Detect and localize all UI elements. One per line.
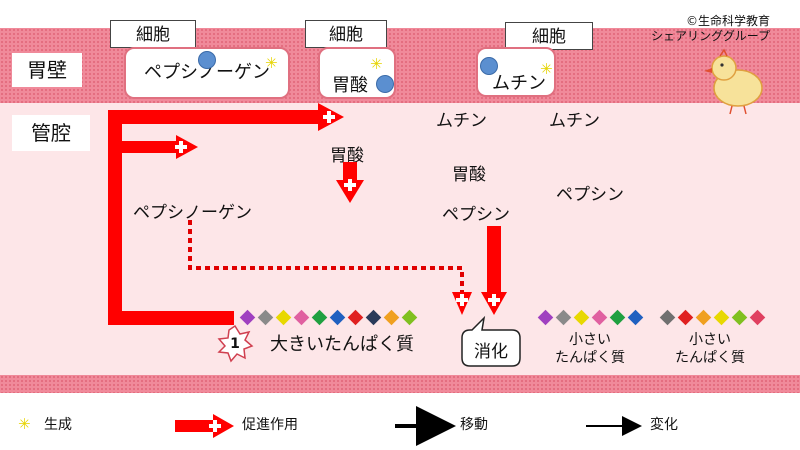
small-protein-1-line1: 小さい [569,332,611,348]
step-badge-number: 1 [230,336,240,352]
copyright-line1: ©生命科学教育 [685,14,770,28]
acid-label-left: 胃酸 [330,146,364,166]
amino-acid-diamond [749,309,766,326]
amino-acid-diamond [275,309,292,326]
amino-acid-diamond [659,309,676,326]
small-protein-1-line2: たんぱく質 [555,350,625,366]
pepsinogen-label: ペプシノーゲン [133,203,252,223]
amino-acid-diamond [329,309,346,326]
acid-label-center: 胃酸 [452,165,486,185]
chick-illustration [704,48,763,115]
amino-acid-diamond [591,309,608,326]
cell-tag-3: 細胞 [505,22,593,50]
small-protein-chain-2 [659,309,766,326]
copyright: ©生命科学教育 シェアリンググループ [640,14,770,44]
amino-acid-diamond [677,309,694,326]
cell-nucleus-icon [480,57,498,75]
promote-arrow-acid [336,162,364,203]
small-protein-2-line2: たんぱく質 [675,350,745,366]
mucin-label-b: ムチン [549,111,600,131]
amino-acid-diamond [609,309,626,326]
amino-acid-diamond [573,309,590,326]
copyright-line2: シェアリンググループ [650,29,770,43]
amino-acid-diamond [537,309,554,326]
amino-acid-diamond [257,309,274,326]
cell-mucin-label: ムチン [492,73,546,94]
small-protein-label-1: 小さい たんぱく質 [545,331,635,367]
legend-change-label: 変化 [650,417,678,433]
region-label-lumen: 管腔 [12,115,90,151]
digestion-label: 消化 [474,342,508,362]
bottom-wall-band [0,375,800,393]
small-protein-chain-1 [537,309,644,326]
cell-nucleus-icon [376,75,394,93]
large-protein-chain [239,309,418,326]
legend-promote-label: 促進作用 [242,417,298,433]
amino-acid-diamond [239,309,256,326]
produce-spark-icon: ✳ [370,55,383,73]
amino-acid-diamond [713,309,730,326]
amino-acid-diamond [293,309,310,326]
cell-acid-label: 胃酸 [332,75,368,96]
produce-spark-icon: ✳ [540,60,553,78]
pepsin-label-right: ペプシン [556,185,624,205]
amino-acid-diamond [555,309,572,326]
amino-acid-diamond [383,309,400,326]
small-protein-2-line1: 小さい [689,332,731,348]
plus-marks [175,111,335,153]
amino-acid-diamond [627,309,644,326]
small-protein-label-2: 小さい たんぱく質 [665,331,755,367]
produce-spark-icon: ✳ [265,54,278,72]
step-badge-star [217,324,254,363]
amino-acid-diamond [365,309,382,326]
legend-produce-icon: ✳ [18,415,31,433]
amino-acid-diamond [731,309,748,326]
amino-acid-diamond [311,309,328,326]
legend-produce-label: 生成 [44,417,72,433]
cell-pepsinogen-label: ペプシノーゲン [144,62,270,83]
large-protein-label: 大きいたんぱく質 [270,334,414,355]
legend-move-label: 移動 [460,417,488,433]
legend-promote-arrow [175,414,234,438]
pepsin-label-center: ペプシン [442,205,510,225]
cell-tag-1: 細胞 [110,20,196,48]
amino-acid-diamond [347,309,364,326]
digestion-callout [461,315,521,367]
amino-acid-diamond [695,309,712,326]
promote-arrow-main [108,103,344,325]
move-dotted-path [188,220,464,292]
cell-nucleus-icon [198,51,216,69]
amino-acid-diamond [401,309,418,326]
mucin-label-a: ムチン [436,111,487,131]
region-label-stomach-wall: 胃壁 [12,53,82,87]
